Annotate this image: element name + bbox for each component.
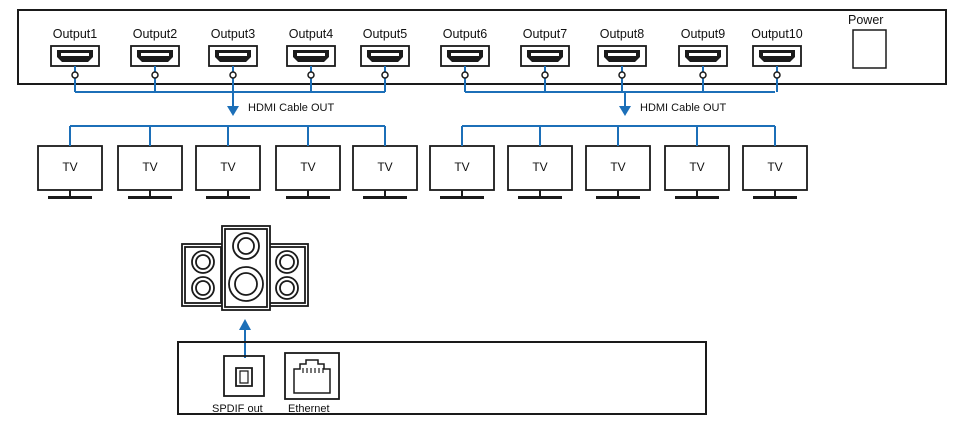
hdmi-port-icon-3: [208, 45, 258, 92]
ethernet-label: Ethernet: [288, 403, 330, 415]
hdmi-port-icon-4: [286, 45, 336, 92]
splitter-rear-panel: [177, 341, 707, 415]
arrow-right: [619, 106, 631, 116]
hdmi-port-icon-10: [752, 45, 802, 92]
hdmi-port-icon-2: [130, 45, 180, 92]
cable-tree-right: [461, 91, 776, 146]
hdmi-port-icon-1: [50, 45, 100, 92]
tv-label-7: TV: [532, 160, 548, 174]
ethernet-port-icon: [284, 352, 340, 400]
tv-label-4: TV: [300, 160, 316, 174]
output-label-6: Output6: [442, 27, 488, 41]
cable-label-right: HDMI Cable OUT: [640, 102, 727, 114]
power-label: Power: [848, 13, 884, 27]
hdmi-port-icon-8: [597, 45, 647, 92]
output-label-2: Output2: [132, 27, 178, 41]
cable-label-left: HDMI Cable OUT: [248, 102, 335, 114]
output-label-7: Output7: [522, 27, 568, 41]
tv-label-8: TV: [610, 160, 626, 174]
tv-label-2: TV: [142, 160, 158, 174]
spdif-port-icon: [223, 355, 265, 397]
tv-label-5: TV: [377, 160, 393, 174]
hdmi-port-icon-7: [520, 45, 570, 92]
output-label-1: Output1: [52, 27, 98, 41]
tv-label-6: TV: [454, 160, 470, 174]
speaker-system-icon: [181, 225, 309, 311]
tv-label-10: TV: [767, 160, 783, 174]
output-label-9: Output9: [680, 27, 726, 41]
output-label-10: Output10: [751, 27, 803, 41]
cable-tree-left: [69, 91, 386, 146]
output-label-4: Output4: [288, 27, 334, 41]
power-switch: [852, 29, 887, 69]
output-label-8: Output8: [599, 27, 645, 41]
tv-label-1: TV: [62, 160, 78, 174]
hdmi-port-icon-6: [440, 45, 490, 92]
splitter-front-panel: [17, 9, 947, 85]
hdmi-port-icon-5: [360, 45, 410, 92]
hdmi-port-icon-9: [678, 45, 728, 92]
arrow-speakers: [239, 319, 251, 330]
spdif-label: SPDIF out: [212, 403, 263, 415]
output-label-5: Output5: [362, 27, 408, 41]
tv-label-3: TV: [220, 160, 236, 174]
arrow-left: [227, 106, 239, 116]
tv-label-9: TV: [689, 160, 705, 174]
output-label-3: Output3: [210, 27, 256, 41]
